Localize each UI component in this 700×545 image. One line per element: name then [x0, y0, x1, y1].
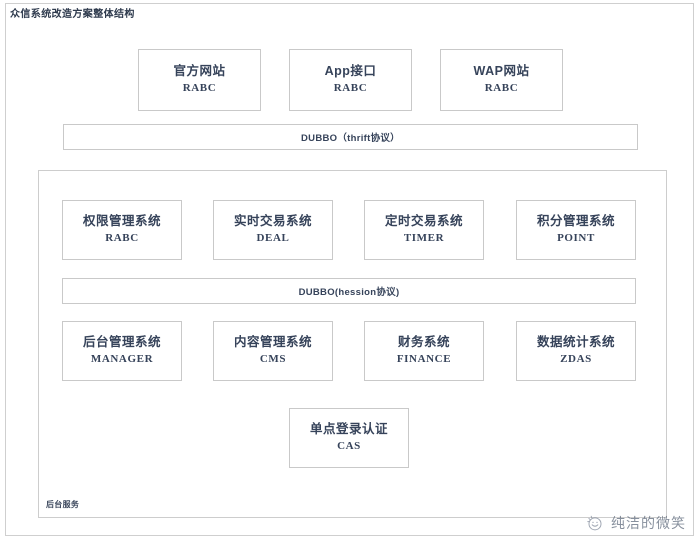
node-title-cn: 后台管理系统	[82, 334, 161, 349]
bus-dubbo-hession[interactable]: DUBBO(hession协议)	[62, 278, 636, 304]
watermark: 纯洁的微笑	[585, 513, 686, 533]
node-title-en: DEAL	[256, 231, 290, 244]
node-scheduled-trade-system[interactable]: 定时交易系统 TIMER	[364, 200, 484, 260]
node-finance-system[interactable]: 财务系统 FINANCE	[364, 321, 484, 381]
node-title-en: POINT	[557, 231, 595, 244]
node-official-website[interactable]: 官方网站 RABC	[138, 49, 261, 111]
node-title-cn: 实时交易系统	[233, 213, 312, 228]
node-realtime-trade-system[interactable]: 实时交易系统 DEAL	[213, 200, 333, 260]
node-points-system[interactable]: 积分管理系统 POINT	[516, 200, 636, 260]
node-title-cn: 数据统计系统	[536, 334, 615, 349]
node-title-en: TIMER	[403, 231, 445, 244]
node-admin-system[interactable]: 后台管理系统 MANAGER	[62, 321, 182, 381]
node-wap-website[interactable]: WAP网站 RABC	[440, 49, 563, 111]
node-title-en: RABC	[484, 81, 519, 94]
node-title-cn: 权限管理系统	[82, 213, 161, 228]
watermark-text: 纯洁的微笑	[611, 515, 686, 531]
smile-circle-icon	[585, 513, 605, 533]
node-cms-system[interactable]: 内容管理系统 CMS	[213, 321, 333, 381]
node-title-cn: 官方网站	[173, 63, 226, 78]
node-title-cn: WAP网站	[473, 63, 530, 78]
node-title-en: CMS	[259, 352, 287, 365]
node-title-cn: 定时交易系统	[384, 213, 463, 228]
node-app-api[interactable]: App接口 RABC	[289, 49, 412, 111]
node-title-en: MANAGER	[90, 352, 154, 365]
node-permission-system[interactable]: 权限管理系统 RABC	[62, 200, 182, 260]
node-title-en: CAS	[337, 439, 361, 452]
page-title: 众信系统改造方案整体结构	[10, 9, 135, 20]
node-sso-cas[interactable]: 单点登录认证 CAS	[289, 408, 409, 468]
node-title-en: RABC	[333, 81, 368, 94]
node-title-cn: 单点登录认证	[309, 421, 388, 436]
node-title-cn: App接口	[324, 63, 377, 78]
node-title-en: RABC	[105, 231, 139, 244]
node-title-cn: 积分管理系统	[536, 213, 615, 228]
node-data-statistics-system[interactable]: 数据统计系统 ZDAS	[516, 321, 636, 381]
node-title-en: ZDAS	[560, 352, 592, 365]
node-title-en: RABC	[182, 81, 217, 94]
bus-label: DUBBO（thrift协议）	[301, 133, 400, 144]
bus-dubbo-thrift[interactable]: DUBBO（thrift协议）	[63, 124, 638, 150]
node-title-cn: 财务系统	[397, 334, 450, 349]
node-title-en: FINANCE	[396, 352, 452, 365]
bus-label: DUBBO(hession协议)	[298, 287, 400, 298]
backend-services-label: 后台服务	[46, 500, 80, 509]
node-title-cn: 内容管理系统	[233, 334, 312, 349]
